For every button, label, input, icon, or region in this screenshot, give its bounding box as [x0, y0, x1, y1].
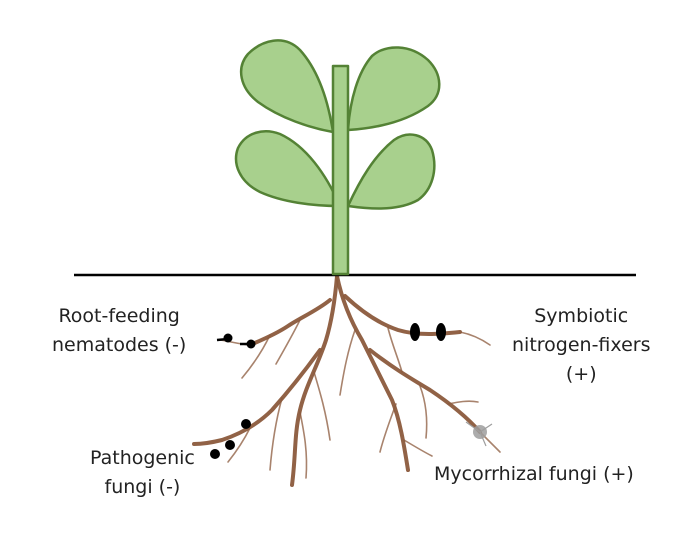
root-lower-left-d — [299, 411, 308, 479]
pathogenic-fungi-label-line2: fungi (-) — [104, 476, 181, 498]
root-system-icon — [192, 274, 501, 487]
leaf-bottom-right — [346, 133, 436, 210]
root-upper-left-b — [275, 319, 301, 365]
plant-shoot-icon — [234, 39, 441, 276]
root-mid-b — [339, 329, 356, 396]
nitrogen-fixers-label-line3: (+) — [565, 363, 597, 385]
mycorrhizal-fungi-label: Mycorrhizal fungi (+) — [434, 460, 634, 489]
plant-stem — [331, 64, 350, 276]
mycorrhiza-icon — [473, 425, 487, 439]
root-lower-right-e — [403, 439, 433, 457]
root-lower-right-d — [379, 403, 397, 453]
nematode-dot-icon — [223, 333, 233, 343]
root-main — [290, 274, 339, 487]
root-lower-left — [192, 348, 322, 446]
root-upper-left — [248, 298, 332, 347]
nematodes-label-line2: nematodes (-) — [52, 334, 187, 356]
root-upper-left-c — [241, 334, 271, 379]
nodule-icon — [410, 323, 420, 341]
nematode-dot-icon — [246, 339, 256, 349]
nitrogen-fixers-label-line1: Symbiotic — [534, 305, 629, 327]
fungus-dot-icon — [210, 449, 220, 459]
root-mid-a — [313, 371, 331, 441]
nematodes-label-line1: Root-feeding — [58, 305, 180, 327]
nitrogen-fixers-label-line2: nitrogen-fixers — [512, 334, 651, 356]
root-upper-right-tip — [459, 331, 491, 346]
nodules-group — [410, 323, 446, 341]
nematodes-group — [216, 333, 256, 349]
fungus-dot-icon — [241, 419, 251, 429]
fungus-dot-icon — [225, 440, 235, 450]
root-main-right — [335, 274, 410, 472]
mycorrhizal-fungi-label-line1: Mycorrhizal fungi (+) — [434, 463, 634, 485]
pathogenic-fungi-label-line1: Pathogenic — [90, 447, 195, 469]
mycorrhiza-group — [465, 421, 493, 447]
nodule-icon — [436, 323, 446, 341]
root-lower-right — [368, 348, 482, 434]
root-lower-left-c — [227, 427, 251, 463]
root-lower-left-b — [269, 397, 283, 471]
root-upper-right-b — [387, 327, 403, 373]
pathogenic-fungi-label: Pathogenic fungi (-) — [90, 444, 195, 502]
root-lower-right-c — [447, 400, 479, 405]
pathogens-group — [210, 419, 251, 459]
nematodes-label: Root-feeding nematodes (-) — [52, 302, 186, 360]
leaf-top-left — [239, 39, 335, 134]
root-lower-right-b — [419, 385, 428, 439]
leaf-bottom-left — [234, 130, 342, 208]
leaf-top-right — [346, 46, 441, 132]
nitrogen-fixers-label: Symbiotic nitrogen-fixers (+) — [512, 302, 650, 389]
